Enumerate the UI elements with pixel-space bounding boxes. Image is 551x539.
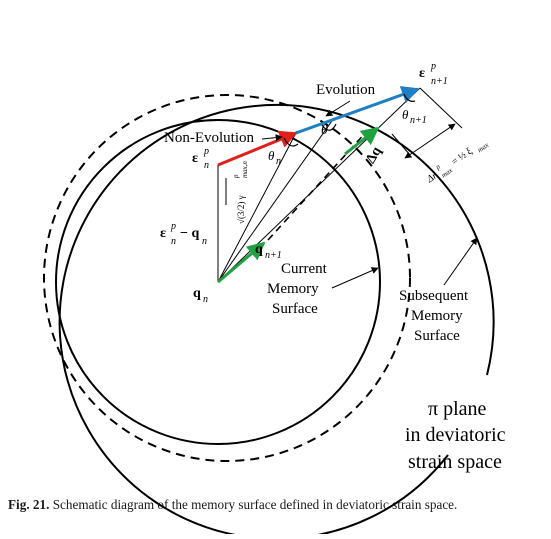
theta-n-symbol: θ n — [268, 148, 281, 167]
svg-text:p: p — [232, 174, 240, 179]
eps-n-symbol: ε p n — [192, 146, 209, 171]
svg-text:ε: ε — [160, 226, 166, 241]
current-surface-line-1: Current — [281, 261, 328, 277]
figure-caption-text: Schematic diagram of the memory surface … — [52, 497, 458, 512]
subsequent-surface-line-2: Memory — [411, 308, 463, 324]
non-evolution-pointer — [261, 134, 283, 142]
svg-text:n+1: n+1 — [265, 250, 282, 261]
non-evolution-label: Non-Evolution — [164, 130, 254, 146]
svg-text:√(3/2) γ: √(3/2) γ — [236, 195, 246, 224]
delta-q-symbol: Δq — [363, 144, 384, 166]
svg-text:ε: ε — [192, 151, 198, 166]
svg-text:θ: θ — [268, 148, 275, 163]
theta-symbol: θ — [321, 123, 328, 138]
svg-text:p: p — [203, 146, 209, 157]
svg-text:θ: θ — [402, 107, 409, 122]
theta-arc — [321, 123, 337, 131]
theta-n1-arc — [403, 93, 416, 102]
plane-line-1: π plane — [428, 398, 487, 420]
theta-n1-symbol: θ n+1 — [402, 107, 427, 126]
ref-line-1 — [217, 117, 335, 283]
delta-r-ext-2 — [391, 133, 411, 156]
green-vector-q-n1 — [217, 241, 266, 284]
svg-text:n+1: n+1 — [431, 76, 448, 87]
delta-r-formula: Δr p max = ½ ξ max — [424, 141, 491, 186]
svg-text:p: p — [170, 221, 176, 232]
red-vector-eps-n — [217, 130, 298, 167]
evolution-label: Evolution — [316, 82, 376, 98]
subsequent-surface-pointer — [443, 237, 478, 286]
figure-caption: Fig. 21. Schematic diagram of the memory… — [8, 497, 548, 513]
current-surface-line-3: Surface — [272, 301, 318, 317]
subsequent-surface-line-1: Subsequent — [399, 288, 469, 304]
q-n1-symbol: q n+1 — [255, 242, 282, 261]
plane-line-3: strain space — [408, 451, 502, 473]
figure-number: Fig. 21. — [8, 497, 50, 512]
svg-text:n: n — [171, 236, 176, 247]
q-n-symbol: q n — [193, 286, 208, 305]
svg-text:p: p — [433, 162, 442, 171]
svg-text:Δr: Δr — [424, 170, 439, 185]
evolution-pointer — [325, 100, 351, 117]
delta-r-ext-1 — [419, 87, 463, 129]
svg-text:n: n — [203, 294, 208, 305]
svg-text:− q: − q — [180, 226, 199, 241]
blue-vector-eps-n1 — [295, 86, 420, 135]
svg-text:ε: ε — [419, 66, 425, 81]
svg-text:max: max — [476, 141, 491, 155]
delta-r-dimension — [404, 123, 456, 159]
svg-text:max: max — [440, 166, 455, 180]
subsequent-memory-surface — [43, 94, 411, 462]
svg-text:n: n — [276, 156, 281, 167]
svg-text:= ½ ξ: = ½ ξ — [450, 146, 475, 168]
eps-minus-q-symbol: ε p n − q n — [160, 221, 207, 247]
svg-text:q: q — [255, 242, 263, 257]
subsequent-surface-line-3: Surface — [414, 328, 460, 344]
current-surface-line-2: Memory — [267, 281, 319, 297]
svg-text:p: p — [430, 61, 436, 72]
svg-text:q: q — [193, 286, 201, 301]
plane-line-2: in deviatoric — [405, 424, 506, 446]
svg-text:n+1: n+1 — [410, 115, 427, 126]
svg-text:n: n — [202, 236, 207, 247]
radius-line — [217, 130, 298, 283]
green-vector-delta-q — [344, 126, 380, 156]
current-memory-surface — [55, 119, 381, 445]
svg-text:n: n — [204, 160, 209, 171]
current-surface-pointer — [331, 267, 379, 289]
eps-n1-symbol: ε p n+1 — [419, 61, 448, 87]
radius-formula: √(3/2) γ p max,n — [232, 161, 249, 224]
svg-text:max,n: max,n — [241, 161, 249, 178]
theta-n-arc — [283, 137, 299, 147]
